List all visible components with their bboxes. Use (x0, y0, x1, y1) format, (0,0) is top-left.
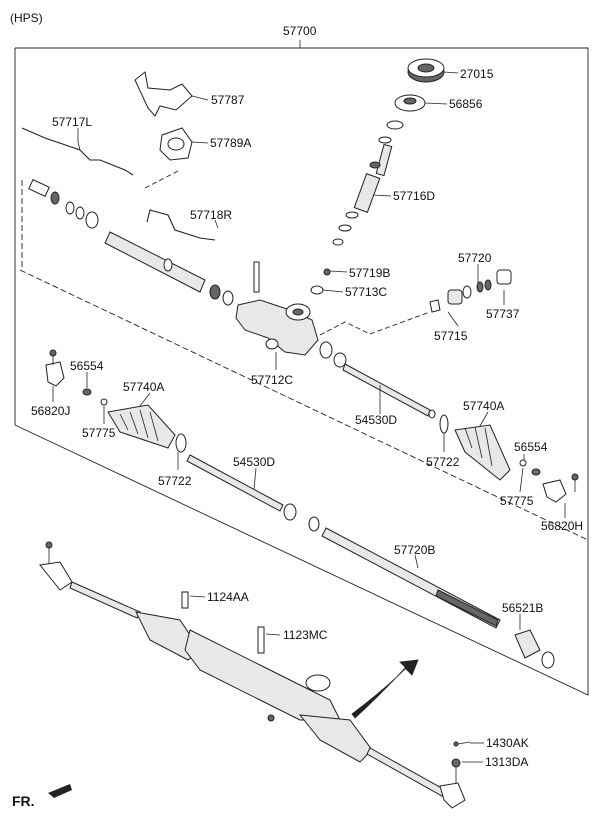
callout-57718R: 57718R (190, 208, 232, 222)
boot-clamp-57722-right (439, 414, 449, 434)
bushing-56856 (394, 94, 426, 112)
callout-57787: 57787 (211, 93, 245, 107)
bellows-boot-57740A-left (107, 404, 176, 449)
housing-seals-left (28, 179, 99, 229)
feed-pipe-57718R (146, 209, 216, 241)
callout-57713C: 57713C (345, 285, 387, 299)
boot-clamp-57722-left (175, 433, 187, 453)
housing-cap-57713C (319, 341, 333, 359)
callout-57722-right: 57722 (426, 455, 460, 469)
assembly-number: 57700 (283, 24, 317, 38)
callout-27015: 27015 (460, 67, 494, 81)
callout-1123MC: 1123MC (283, 628, 328, 642)
callout-57720-top: 57720 (458, 251, 492, 265)
callout-57740A-right: 57740A (463, 399, 504, 413)
front-direction-arrow-icon (48, 784, 72, 798)
callout-57775-right: 57775 (500, 494, 534, 508)
callout-56856: 56856 (449, 97, 483, 111)
tie-rod-end-56820J (45, 349, 65, 387)
lock-nut-56554-right (531, 468, 541, 476)
rack-seal-ring (308, 516, 320, 532)
valve-parts-stack (310, 120, 404, 295)
inner-tie-rod-54530D-left (186, 454, 297, 521)
bellows-boot-57740A-right (454, 424, 511, 481)
bearing-seal-27015 (407, 58, 445, 83)
clip-57775-right (519, 459, 527, 467)
clip-57775-left (100, 398, 108, 406)
rack-housing-tube (104, 231, 206, 293)
bolt-1430AK (453, 741, 471, 747)
feed-pipe-57717L (21, 127, 134, 176)
front-direction-label: FR. (12, 793, 35, 809)
section-divider-link (319, 311, 431, 336)
mounting-bushing-57789A (159, 127, 193, 161)
callout-56820J: 56820J (31, 404, 70, 418)
callout-54530D-right: 54530D (355, 413, 397, 427)
rack-bushing-56521B (514, 629, 555, 669)
callout-57737: 57737 (486, 307, 520, 321)
section-divider-upper (19, 269, 589, 541)
callout-57722-left: 57722 (158, 474, 192, 488)
gear-housing-57712C (235, 261, 319, 356)
assembly-pointer-arrow (351, 659, 419, 719)
callout-57715: 57715 (434, 329, 468, 343)
callout-57719B: 57719B (349, 266, 390, 280)
callout-57720B: 57720B (394, 543, 435, 557)
housing-seals-right (209, 284, 234, 306)
callout-57789A: 57789A (210, 136, 251, 150)
callout-57716D: 57716D (393, 189, 435, 203)
assembly-frame (14, 47, 589, 696)
callout-1313DA: 1313DA (485, 755, 528, 769)
rack-support-yoke-parts (429, 269, 512, 313)
callout-57712C: 57712C (251, 373, 293, 387)
rack-bar-57720B (321, 527, 501, 629)
callout-57717L: 57717L (52, 115, 92, 129)
assembled-steering-gear (39, 541, 466, 809)
leader-lines (52, 71, 566, 763)
callout-labels: 27015 56856 57787 57789A 57717L 57716D 5… (31, 67, 583, 769)
callout-54530D-left: 54530D (233, 455, 275, 469)
callout-56554-right: 56554 (514, 440, 548, 454)
rack-bar-54530D-upper (333, 352, 436, 419)
callout-57775-left: 57775 (82, 426, 116, 440)
callout-1430AK: 1430AK (486, 736, 529, 750)
variant-label: (HPS) (10, 11, 43, 25)
section-divider-bracket (144, 169, 181, 189)
callout-56554-left: 56554 (70, 359, 104, 373)
callout-57740A-left: 57740A (123, 380, 164, 394)
callout-1124AA: 1124AA (207, 590, 249, 604)
mounting-bracket-57787 (134, 71, 193, 117)
tie-rod-end-56820H (542, 473, 579, 503)
callout-56521B: 56521B (502, 601, 543, 615)
lock-nut-56554-left (82, 388, 92, 396)
callout-56820H: 56820H (541, 519, 583, 533)
